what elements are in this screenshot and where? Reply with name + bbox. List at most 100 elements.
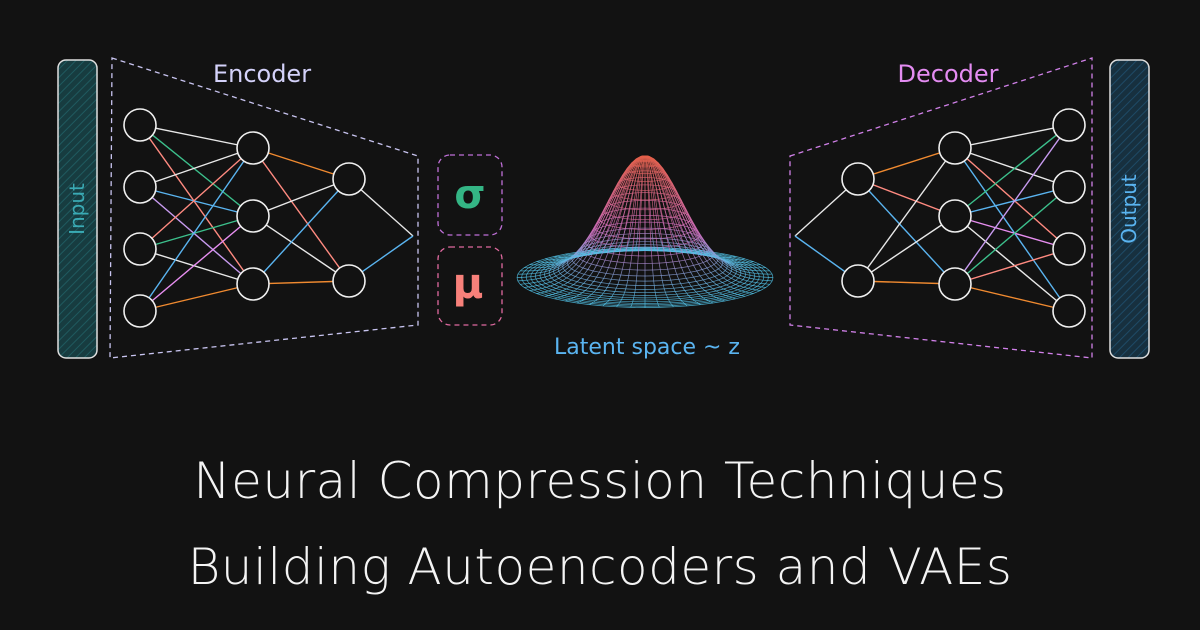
mesh-line bbox=[609, 246, 612, 250]
mesh-line bbox=[606, 243, 614, 245]
mesh-line bbox=[714, 274, 720, 277]
mesh-line bbox=[531, 272, 537, 275]
mesh-line bbox=[621, 186, 626, 195]
mesh-line bbox=[625, 285, 628, 289]
mesh-line bbox=[581, 299, 585, 302]
mesh-line bbox=[617, 227, 622, 238]
mesh-line bbox=[676, 211, 681, 219]
mesh-line bbox=[535, 278, 539, 283]
mesh-line bbox=[728, 294, 738, 298]
mesh-line bbox=[731, 270, 737, 274]
mesh-line bbox=[655, 215, 658, 223]
mesh-line bbox=[591, 229, 597, 238]
mesh-line bbox=[551, 289, 560, 293]
mesh-line bbox=[587, 269, 594, 272]
network-edge bbox=[954, 215, 1070, 250]
mesh-line bbox=[558, 271, 561, 274]
mesh-line bbox=[676, 229, 683, 232]
mesh-line bbox=[698, 262, 704, 265]
mesh-line bbox=[541, 264, 547, 268]
mesh-line bbox=[711, 257, 717, 263]
mesh-line bbox=[536, 292, 541, 294]
mesh-line bbox=[589, 304, 603, 307]
mesh-line bbox=[714, 268, 719, 272]
mesh-line bbox=[554, 253, 566, 257]
mesh-line bbox=[673, 205, 677, 207]
mesh-line bbox=[548, 259, 556, 263]
mesh-line bbox=[650, 247, 653, 256]
mesh-line bbox=[632, 299, 634, 302]
neuron-node bbox=[236, 199, 270, 233]
mesh-line bbox=[723, 275, 728, 279]
mesh-line bbox=[735, 281, 741, 285]
mesh-line bbox=[581, 300, 594, 303]
mesh-line bbox=[662, 172, 667, 181]
mesh-line bbox=[598, 242, 603, 251]
mesh-line bbox=[706, 281, 713, 284]
mesh-line bbox=[616, 254, 620, 262]
mesh-line bbox=[567, 272, 572, 275]
mesh-line bbox=[604, 304, 618, 306]
mesh-line bbox=[668, 299, 670, 302]
mesh-line bbox=[583, 279, 588, 284]
mesh-line bbox=[591, 238, 596, 245]
mesh-line bbox=[674, 239, 682, 241]
mesh-line bbox=[704, 255, 708, 257]
mesh-line bbox=[601, 295, 612, 297]
mesh-line bbox=[565, 300, 577, 304]
mesh-line bbox=[694, 257, 699, 265]
mesh-line bbox=[544, 290, 549, 293]
mesh-line bbox=[730, 289, 739, 293]
mesh-line bbox=[654, 289, 656, 293]
mesh-line bbox=[677, 197, 683, 207]
mesh-line bbox=[589, 246, 594, 251]
mesh-line bbox=[673, 287, 683, 289]
mesh-line bbox=[696, 250, 700, 254]
mesh-line bbox=[683, 206, 689, 216]
mesh-line bbox=[657, 249, 671, 251]
mesh-line bbox=[753, 273, 756, 277]
mesh-line bbox=[769, 270, 773, 275]
mesh-line bbox=[631, 249, 633, 251]
mesh-line bbox=[670, 250, 683, 252]
mesh-line bbox=[580, 258, 584, 262]
mesh-line bbox=[652, 241, 655, 245]
mesh-line bbox=[653, 285, 656, 290]
mesh-line bbox=[653, 280, 655, 286]
mesh-line bbox=[658, 166, 664, 173]
mesh-line bbox=[631, 247, 634, 256]
mesh-line bbox=[658, 263, 661, 270]
mesh-line bbox=[624, 288, 627, 293]
mesh-line bbox=[558, 275, 564, 279]
mesh-line bbox=[533, 289, 541, 294]
network-edge bbox=[954, 124, 1070, 149]
mesh-line bbox=[673, 188, 679, 198]
mesh-line bbox=[571, 276, 576, 281]
mesh-line bbox=[686, 276, 694, 279]
mesh-line bbox=[613, 250, 615, 253]
mesh-line bbox=[579, 294, 590, 297]
mesh-line bbox=[645, 157, 647, 161]
mesh-line bbox=[567, 293, 577, 297]
mesh-line bbox=[676, 252, 683, 255]
mesh-line bbox=[548, 270, 550, 274]
mesh-line bbox=[613, 196, 619, 206]
mesh-line bbox=[533, 282, 538, 286]
mesh-line bbox=[640, 160, 643, 166]
mesh-line bbox=[649, 170, 652, 178]
mesh-line bbox=[618, 223, 622, 230]
network-edge bbox=[954, 186, 1070, 217]
mesh-line bbox=[612, 195, 617, 205]
mesh-line bbox=[751, 281, 757, 283]
mesh-line bbox=[650, 215, 652, 223]
mesh-line bbox=[587, 263, 592, 270]
mesh-line bbox=[552, 293, 556, 295]
mesh-line bbox=[654, 165, 658, 172]
mesh-line bbox=[616, 187, 621, 197]
mesh-line bbox=[531, 278, 537, 281]
mesh-line bbox=[591, 229, 596, 237]
mesh-line bbox=[647, 177, 649, 185]
mesh-line bbox=[635, 192, 638, 201]
network-edge bbox=[954, 124, 1070, 217]
mesh-line bbox=[548, 295, 558, 299]
